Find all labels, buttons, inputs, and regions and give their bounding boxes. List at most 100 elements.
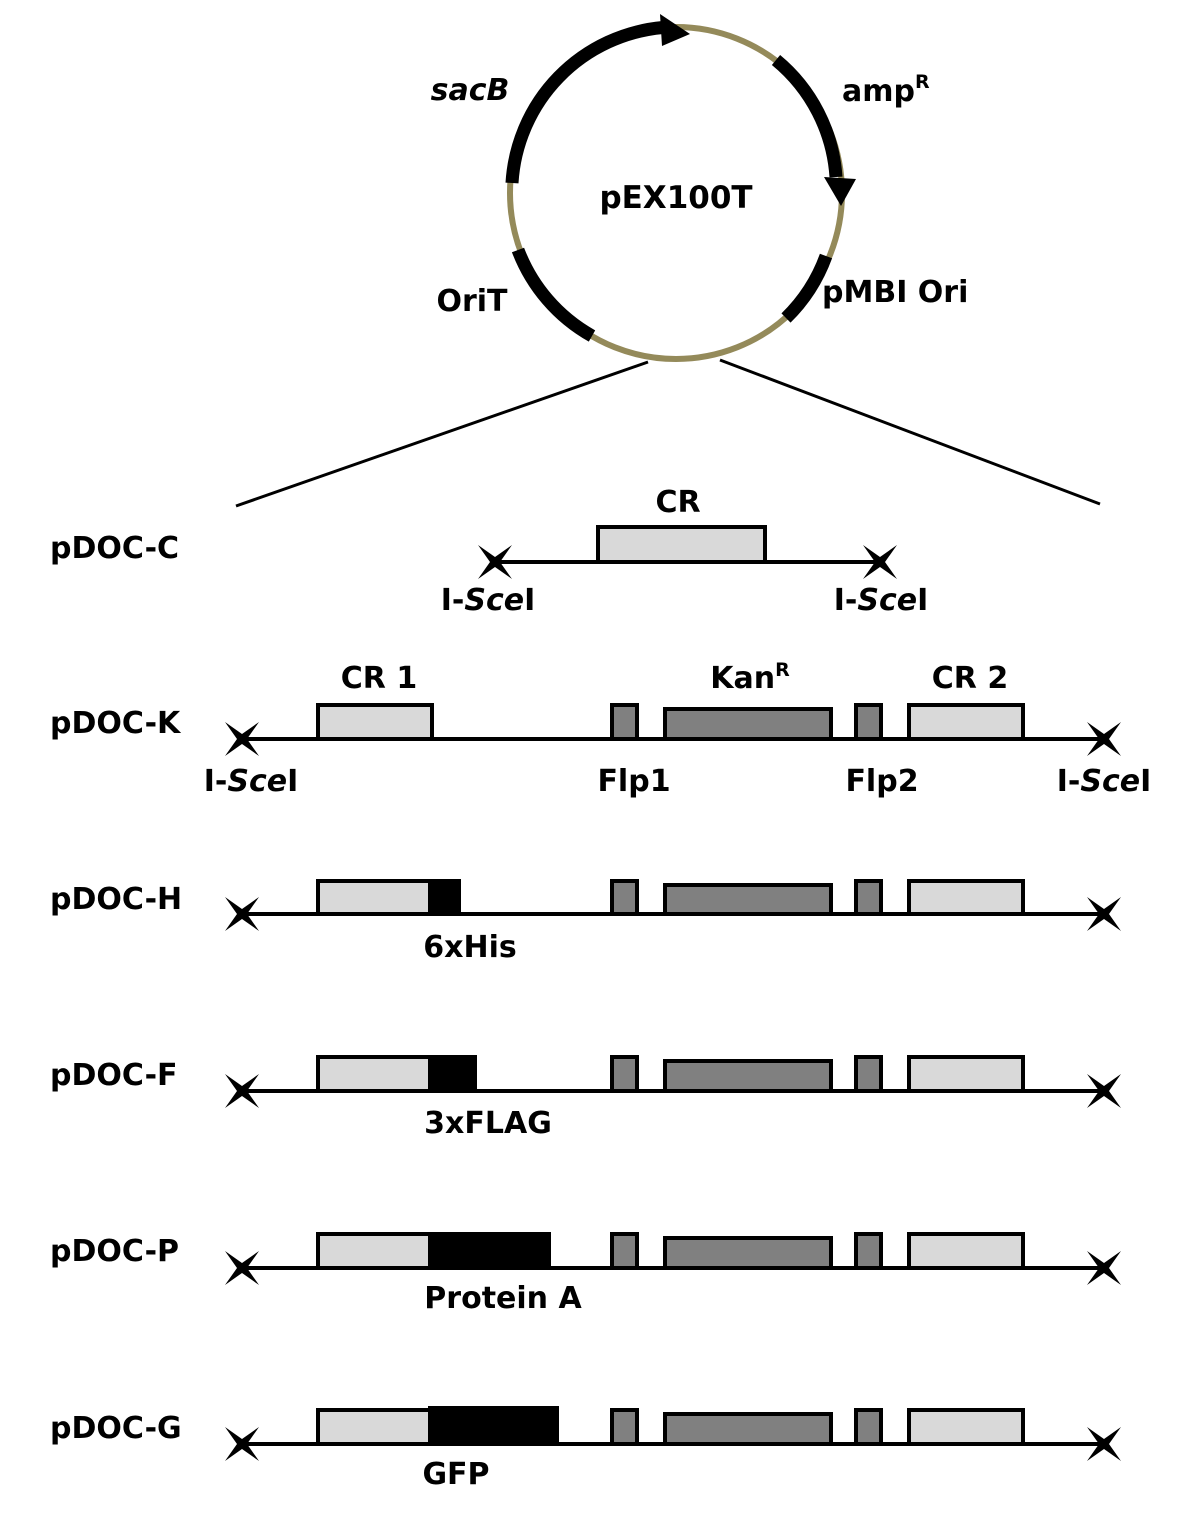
isce-site-right	[1087, 1074, 1121, 1108]
cr-box	[596, 525, 767, 564]
flp2-box	[854, 703, 883, 741]
sacB-label-text: sacB	[431, 73, 510, 108]
isce-site-right	[1087, 1427, 1121, 1461]
kan-label-superscript: R	[775, 659, 790, 681]
tag-label: 3xFLAG	[424, 1106, 552, 1141]
isce-site-left	[478, 545, 512, 579]
isce-site-left	[225, 1074, 259, 1108]
isce-label-suffix: I	[524, 583, 535, 618]
cassette-pdoc-k: pDOC-K CR 1 KanR CR 2 Flp1 Flp2 I-SceI I…	[50, 659, 1151, 799]
oriT-arc	[511, 247, 596, 342]
isce-site-left	[225, 1251, 259, 1285]
isce-site-left	[225, 722, 259, 756]
isce-label-left: I-SceI	[441, 583, 536, 618]
kan-label: KanR	[710, 659, 790, 696]
isce-star-mark	[1087, 722, 1121, 756]
tag-box	[428, 1406, 559, 1446]
isce-star-mark	[225, 897, 259, 931]
tag-label: 6xHis	[423, 930, 516, 965]
cr2-box	[907, 1055, 1025, 1093]
isce-star-mark	[225, 1427, 259, 1461]
sacB-arrowhead	[660, 14, 690, 46]
isce-star-mark	[478, 545, 512, 579]
isce-star-mark	[225, 1074, 259, 1108]
cr2-box	[907, 1232, 1025, 1270]
isce-star-mark	[1087, 897, 1121, 931]
tag-label: GFP	[422, 1457, 489, 1492]
isce-label-suffix: I	[1140, 764, 1151, 799]
isce-site-left	[225, 897, 259, 931]
isce-label-right: I-SceI	[1057, 764, 1152, 799]
cr2-box	[907, 703, 1025, 741]
cassette-pdoc-c: pDOC-C CR I-SceI I-SceI	[50, 485, 928, 618]
isce-site-left	[225, 1427, 259, 1461]
tag-box	[428, 1055, 477, 1093]
isce-label-italic: Sce	[1080, 764, 1140, 799]
flp1-box	[610, 1055, 639, 1093]
cr2-box	[907, 1408, 1025, 1446]
cr1-box	[316, 703, 434, 741]
flp1-label: Flp1	[597, 764, 670, 799]
isce-label-italic: Sce	[227, 764, 287, 799]
isce-label-prefix: I-	[1057, 764, 1081, 799]
isce-star-mark	[863, 545, 897, 579]
isce-site-right	[863, 545, 897, 579]
isce-label-left: I-SceI	[204, 764, 299, 799]
isce-site-right	[1087, 1251, 1121, 1285]
kan-box	[663, 707, 833, 741]
flp2-box	[854, 879, 883, 916]
isce-star-mark	[1087, 1251, 1121, 1285]
tag-label: Protein A	[424, 1281, 582, 1316]
flp2-box	[854, 1055, 883, 1093]
flp1-box	[610, 1232, 639, 1270]
flp2-box	[854, 1408, 883, 1446]
pmbi-ori-arc	[781, 253, 833, 323]
ampR-arrowhead	[824, 177, 856, 206]
ampR-label-superscript: R	[915, 71, 930, 93]
isce-label-prefix: I-	[441, 583, 465, 618]
row-label: pDOC-P	[50, 1234, 179, 1269]
kan-box	[663, 883, 833, 916]
cr1-box	[316, 1408, 434, 1446]
flp1-box	[610, 1408, 639, 1446]
cassette-pdoc-f: pDOC-F 3xFLAG	[50, 1055, 1121, 1141]
isce-site-right	[1087, 722, 1121, 756]
isce-star-mark	[1087, 1074, 1121, 1108]
cr1-box	[316, 1055, 434, 1093]
cr1-box	[316, 1232, 434, 1270]
plasmid-name: pEX100T	[599, 180, 752, 216]
kan-box	[663, 1059, 833, 1093]
cr2-label: CR 2	[932, 661, 1008, 696]
flp1-box	[610, 879, 639, 916]
plasmid-map: pEX100T sacB ampR OriT pMBI Ori	[431, 14, 968, 362]
kan-box	[663, 1412, 833, 1446]
isce-label-italic: Sce	[857, 583, 917, 618]
kan-label-text: Kan	[710, 661, 775, 696]
sacB-gene-arc	[505, 21, 664, 184]
flp2-box	[854, 1232, 883, 1270]
ampR-gene-arc	[771, 54, 843, 178]
isce-label-italic: Sce	[464, 583, 524, 618]
flp2-label: Flp2	[845, 764, 918, 799]
cr1-label: CR 1	[341, 661, 417, 696]
row-label: pDOC-K	[50, 706, 182, 741]
cr-label: CR	[655, 485, 700, 520]
expansion-line-left	[235, 360, 649, 508]
isce-label-suffix: I	[917, 583, 928, 618]
tag-box	[428, 1232, 551, 1270]
cr1-box	[316, 879, 434, 916]
ampR-label: ampR	[842, 71, 930, 109]
oriT-label: OriT	[436, 284, 508, 319]
ampR-label-text: amp	[842, 74, 915, 109]
row-label: pDOC-H	[50, 882, 182, 917]
row-label: pDOC-G	[50, 1411, 182, 1446]
isce-label-right: I-SceI	[834, 583, 929, 618]
isce-site-right	[1087, 897, 1121, 931]
flp1-box	[610, 703, 639, 741]
isce-label-prefix: I-	[834, 583, 858, 618]
tag-box	[428, 879, 461, 916]
sacB-label: sacB	[431, 73, 510, 108]
isce-label-suffix: I	[287, 764, 298, 799]
